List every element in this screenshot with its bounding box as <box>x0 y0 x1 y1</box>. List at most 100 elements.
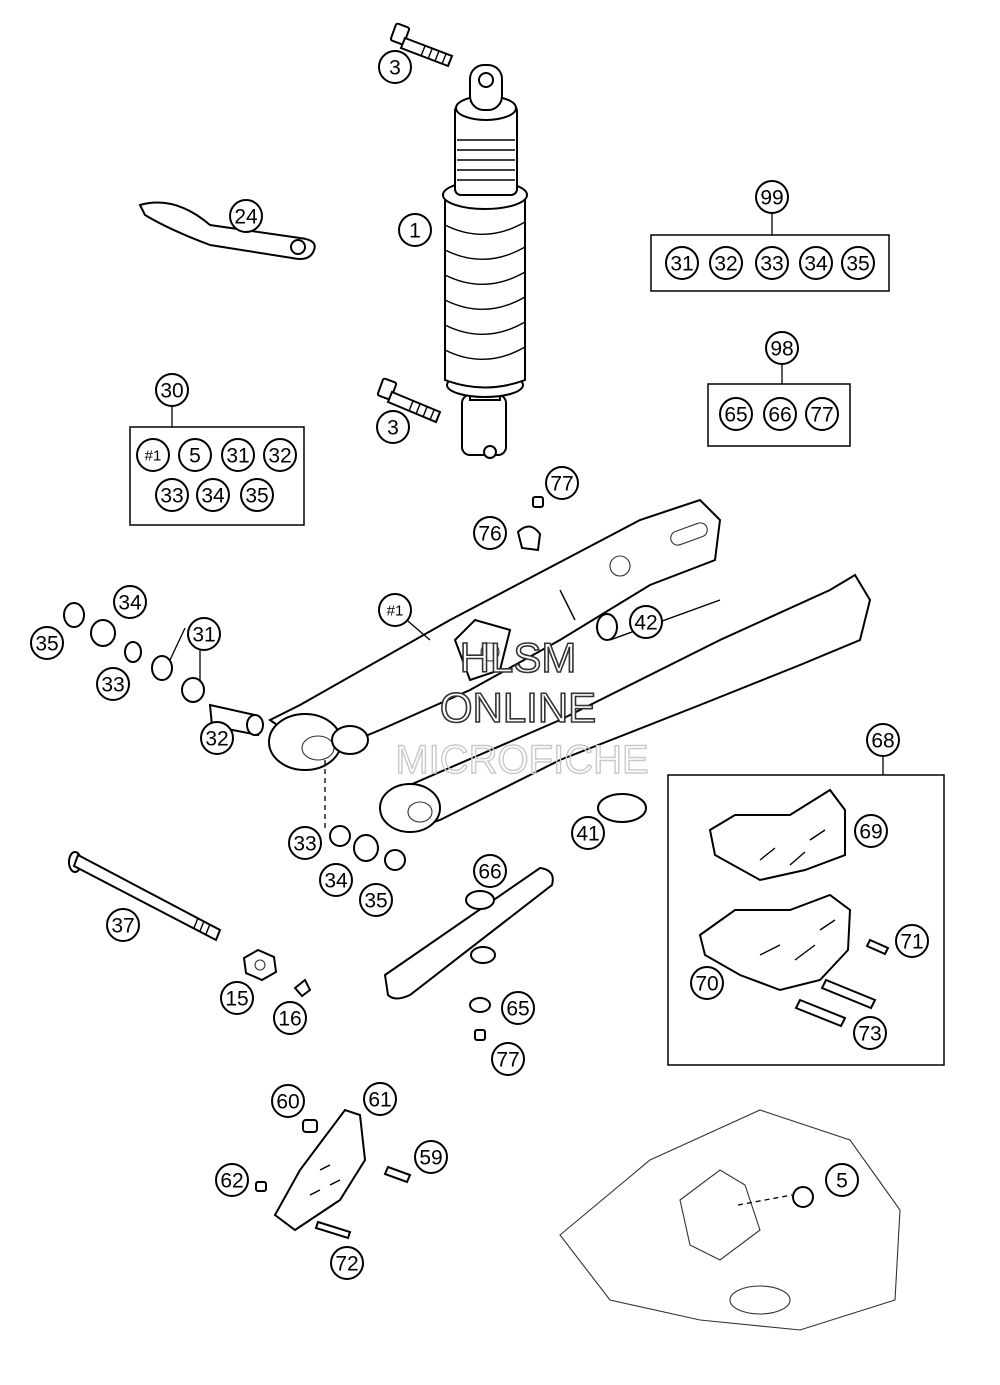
callout-circle <box>155 478 189 512</box>
callout-label: 41 <box>576 823 599 846</box>
callout-circle <box>359 883 393 917</box>
callout-circle <box>200 721 234 755</box>
callout-k99_35: 35 <box>841 246 875 280</box>
callout-circle <box>805 397 839 431</box>
callout-label: 60 <box>276 1091 299 1114</box>
callout-label: 34 <box>324 870 348 893</box>
callout-c35a: 35 <box>30 626 64 660</box>
callout-circle <box>398 213 432 247</box>
pivot-nut <box>242 948 278 982</box>
watermark-line1: HLSM <box>460 634 577 681</box>
callout-label: 76 <box>478 523 501 546</box>
callout-c37: 37 <box>106 908 140 942</box>
callout-c70: 70 <box>690 966 724 1000</box>
callout-c98: 98 <box>765 331 799 365</box>
callout-circle <box>491 1042 525 1076</box>
shock-absorber <box>442 64 528 459</box>
callout-circle <box>155 373 189 407</box>
callout-label: 34 <box>201 485 225 508</box>
callout-label: 5 <box>836 1170 848 1193</box>
callout-c15: 15 <box>220 981 254 1015</box>
cap <box>293 978 312 998</box>
pivot-hardware-right <box>329 825 406 871</box>
callout-k30_32: 32 <box>263 438 297 472</box>
callout-label: 71 <box>900 931 923 954</box>
pivot-bolt <box>68 851 222 942</box>
callout-label: 66 <box>478 861 501 884</box>
callout-circle <box>273 1001 307 1035</box>
callout-ch1: #1 <box>378 593 412 627</box>
callout-k98_65: 65 <box>719 397 753 431</box>
callout-circle <box>113 585 147 619</box>
callout-k30_h1: #1 <box>136 438 170 472</box>
callout-label: 66 <box>768 404 791 427</box>
pivot-hardware-left <box>63 602 326 830</box>
callout-label: 77 <box>496 1049 519 1072</box>
callout-label: 33 <box>293 833 316 856</box>
callout-c62: 62 <box>215 1163 249 1197</box>
callout-label: 1 <box>409 220 421 243</box>
callout-circle <box>854 814 888 848</box>
callout-c99: 99 <box>755 180 789 214</box>
callout-label: 77 <box>810 404 833 427</box>
callout-label: 33 <box>101 674 124 697</box>
callout-k99_34: 34 <box>799 246 833 280</box>
callout-c33a: 33 <box>96 667 130 701</box>
callout-circle <box>799 246 833 280</box>
callout-c3b: 3 <box>376 410 410 444</box>
callout-circle <box>763 397 797 431</box>
callout-circle <box>473 854 507 888</box>
callout-label: 15 <box>225 988 248 1011</box>
callout-k30_33: 33 <box>155 478 189 512</box>
callout-circle <box>414 1140 448 1174</box>
callout-c34a: 34 <box>113 585 147 619</box>
callout-c35b: 35 <box>359 883 393 917</box>
callout-circle <box>473 516 507 550</box>
callout-label: 61 <box>368 1089 391 1112</box>
callout-label: 99 <box>760 187 783 210</box>
callout-circle <box>240 478 274 512</box>
callout-k98_66: 66 <box>763 397 797 431</box>
callout-c59: 59 <box>414 1140 448 1174</box>
callout-circle <box>271 1084 305 1118</box>
callout-circle <box>221 438 255 472</box>
callout-c32: 32 <box>200 721 234 755</box>
callout-c76: 76 <box>473 516 507 550</box>
callout-c68: 68 <box>866 723 900 757</box>
kit-box-98 <box>707 364 851 447</box>
callout-k98_77: 77 <box>805 397 839 431</box>
callout-circle <box>895 924 929 958</box>
callout-circle <box>709 246 743 280</box>
callout-c72: 72 <box>330 1246 364 1280</box>
callout-c77b: 77 <box>491 1042 525 1076</box>
callout-label: 3 <box>387 417 399 440</box>
callout-label: 32 <box>268 445 291 468</box>
callout-k99_32: 32 <box>709 246 743 280</box>
chain-slider <box>383 866 554 1041</box>
callout-circle <box>545 466 579 500</box>
callout-label: 31 <box>192 624 215 647</box>
callout-circle <box>220 981 254 1015</box>
callout-label: 31 <box>226 445 249 468</box>
callout-circle <box>866 723 900 757</box>
callout-circle <box>571 816 605 850</box>
callout-circle <box>229 199 263 233</box>
callout-circle <box>719 397 753 431</box>
callout-circle <box>378 50 412 84</box>
callout-k30_34: 34 <box>196 478 230 512</box>
callout-circle <box>765 331 799 365</box>
callout-c60: 60 <box>271 1084 305 1118</box>
watermark-line2: ONLINE <box>440 684 596 731</box>
callout-label: 32 <box>205 728 228 751</box>
callout-label: 32 <box>714 253 737 276</box>
kit-box-99 <box>650 213 890 292</box>
callout-c65: 65 <box>501 991 535 1025</box>
callout-circle <box>263 438 297 472</box>
callout-label: 70 <box>695 973 718 996</box>
callout-label: #1 <box>145 448 162 465</box>
callout-circle <box>106 908 140 942</box>
callout-label: #1 <box>387 603 404 620</box>
callout-circle <box>755 246 789 280</box>
callout-label: 35 <box>245 485 268 508</box>
callout-label: 73 <box>858 1023 881 1046</box>
